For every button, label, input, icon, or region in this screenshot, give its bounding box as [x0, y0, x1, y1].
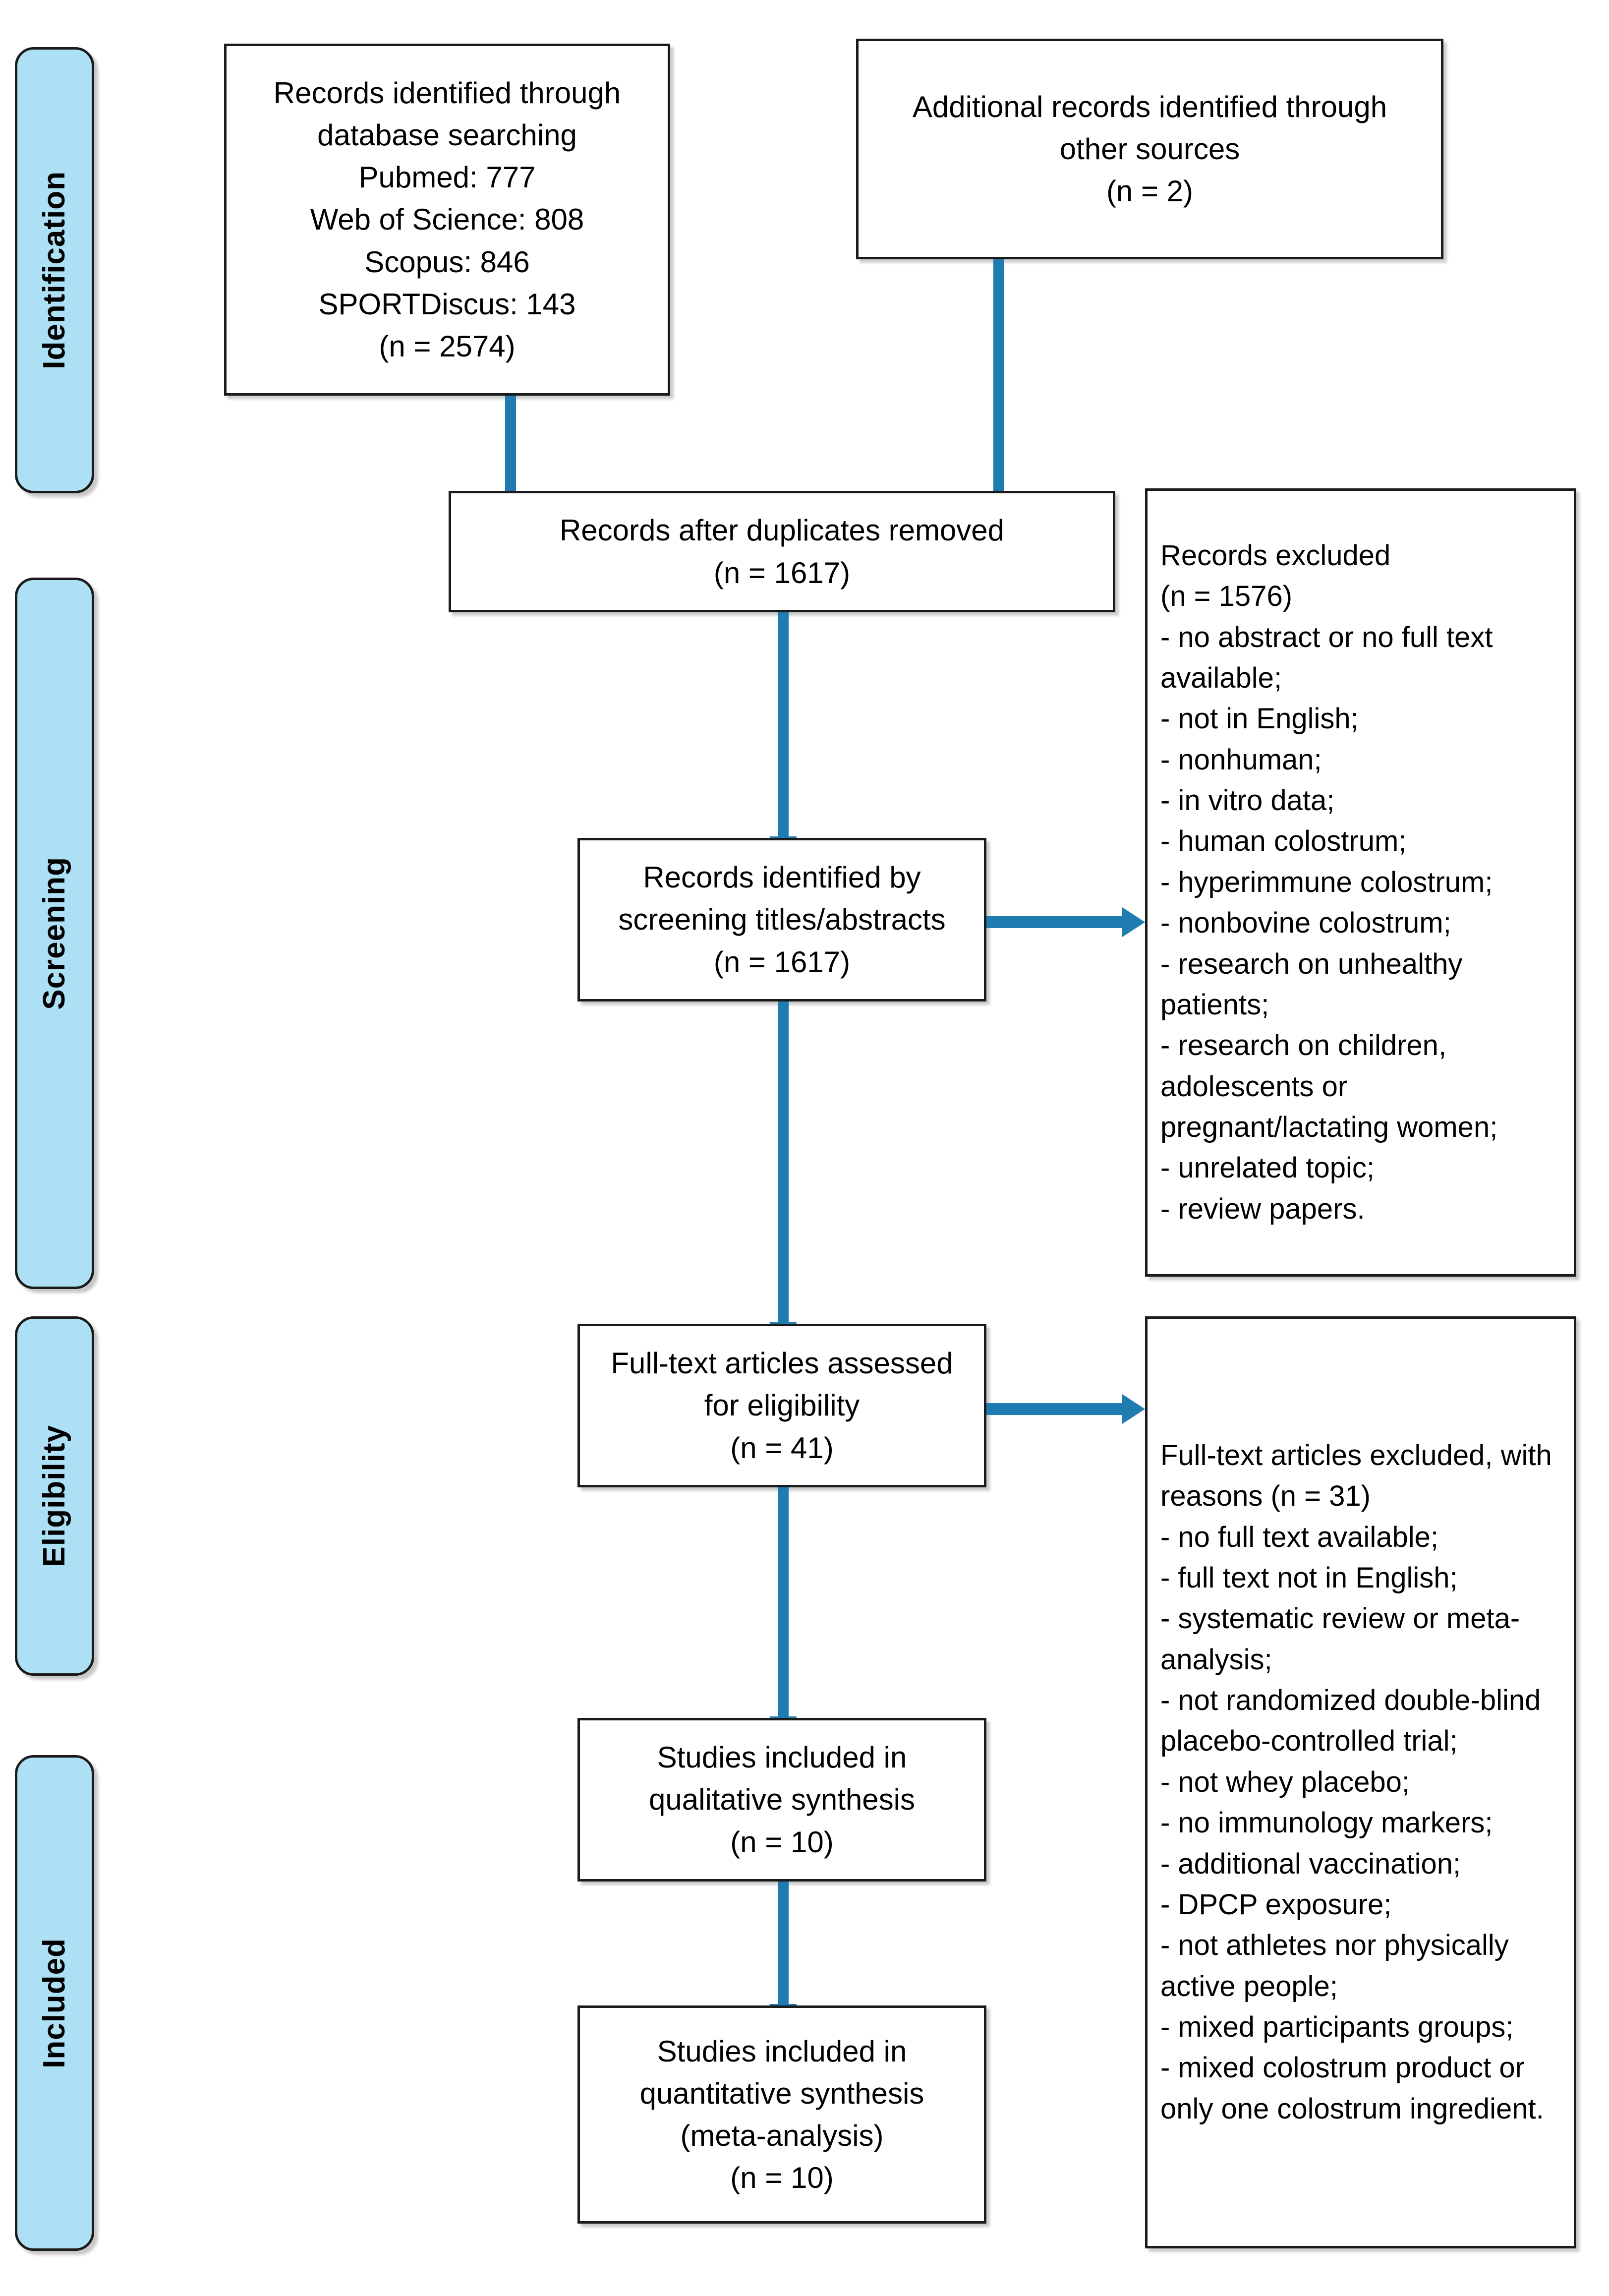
- stage-label-included: Included: [37, 1938, 71, 2068]
- box-fulltext-excluded: Full-text articles excluded, with reason…: [1145, 1316, 1576, 2248]
- box-records-identified-database-text: Records identified through database sear…: [273, 76, 621, 363]
- box-additional-records-other-sources-text: Additional records identified through ot…: [912, 90, 1387, 208]
- box-records-excluded: Records excluded (n = 1576) - no abstrac…: [1145, 488, 1576, 1277]
- stage-label-eligibility: Eligibility: [37, 1425, 71, 1567]
- box-additional-records-other-sources: Additional records identified through ot…: [856, 39, 1443, 259]
- box-records-screened-text: Records identified by screening titles/a…: [618, 861, 946, 979]
- stage-label-screening: Screening: [37, 857, 71, 1010]
- stage-pill-included: Included: [15, 1755, 94, 2251]
- box-records-after-duplicates: Records after duplicates removed (n = 16…: [449, 491, 1115, 612]
- box-fulltext-assessed: Full-text articles assessed for eligibil…: [577, 1324, 986, 1487]
- box-records-identified-database: Records identified through database sear…: [224, 44, 670, 396]
- box-quantitative-synthesis-text: Studies included in quantitative synthes…: [639, 2034, 924, 2195]
- box-quantitative-synthesis: Studies included in quantitative synthes…: [577, 2005, 986, 2224]
- box-records-excluded-text: Records excluded (n = 1576) - no abstrac…: [1160, 539, 1498, 1225]
- box-qualitative-synthesis: Studies included in qualitative synthesi…: [577, 1718, 986, 1882]
- box-qualitative-synthesis-text: Studies included in qualitative synthesi…: [649, 1741, 915, 1859]
- box-records-screened: Records identified by screening titles/a…: [577, 838, 986, 1001]
- stage-label-identification: Identification: [37, 171, 71, 369]
- box-records-after-duplicates-text: Records after duplicates removed (n = 16…: [559, 514, 1005, 589]
- box-fulltext-assessed-text: Full-text articles assessed for eligibil…: [611, 1347, 953, 1465]
- stage-pill-eligibility: Eligibility: [15, 1316, 94, 1676]
- stage-pill-screening: Screening: [15, 578, 94, 1289]
- box-fulltext-excluded-text: Full-text articles excluded, with reason…: [1160, 1439, 1552, 2125]
- stage-pill-identification: Identification: [15, 47, 94, 493]
